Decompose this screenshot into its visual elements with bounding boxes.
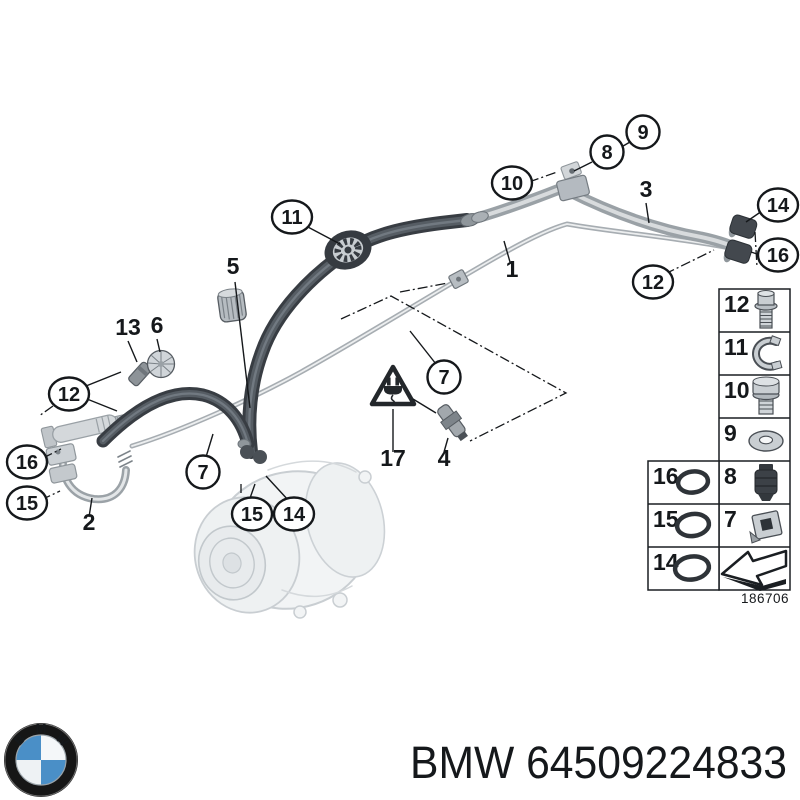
pipe-3 (562, 185, 740, 253)
logo-quadrant-blue-br (41, 760, 66, 785)
legend-num-7: 7 (724, 506, 737, 532)
label-17: 17 (380, 445, 406, 471)
electrical-hazard-warning-icon (369, 364, 417, 407)
callout-14-bottom: 14 (272, 496, 316, 532)
junction-bracket-8 (556, 161, 590, 202)
direction-arrow-icon (720, 549, 788, 591)
callout-label: 8 (601, 142, 612, 164)
callout-12-left: 12 (47, 376, 91, 412)
callout-label: 16 (767, 245, 789, 267)
label-3: 3 (640, 176, 653, 202)
pressure-pipe-1 (129, 221, 733, 449)
callout-label: 15 (241, 504, 263, 526)
o-ring-14-icon (672, 554, 712, 582)
suction-hose-main (242, 213, 474, 459)
callout-7-right: 7 (426, 359, 462, 395)
label-13: 13 (115, 314, 141, 340)
rubber-damper-icon (754, 464, 778, 501)
callout-8: 8 (589, 134, 625, 170)
callout-label: 7 (438, 367, 449, 389)
crimp-fitting (460, 211, 489, 227)
callout-16-right: 16 (756, 237, 800, 273)
pressure-sensor-4 (437, 404, 468, 442)
label-4: 4 (438, 445, 451, 471)
part-number-text: BMW 64509224833 (410, 737, 787, 788)
left-clamp-brackets (45, 443, 78, 484)
o-ring-16-icon (675, 469, 711, 495)
callout-7-left: 7 (185, 454, 221, 490)
label-1: 1 (506, 256, 519, 282)
callout-12-right: 12 (631, 264, 675, 300)
drawing-number: 186706 (741, 591, 789, 606)
logo-quadrant-blue-tl (16, 735, 41, 760)
label-5: 5 (227, 253, 240, 279)
callout-label: 7 (197, 462, 208, 484)
cage-nut-icon (749, 510, 783, 544)
callout-label: 9 (637, 122, 648, 144)
callout-label: 16 (16, 452, 38, 474)
callout-15-left: 15 (5, 485, 49, 521)
leader-lines (38, 141, 763, 518)
callout-11: 11 (270, 199, 314, 235)
legend-num-8: 8 (724, 463, 737, 489)
legend-num-12: 12 (724, 291, 750, 317)
logo-quadrant-white-bl (16, 760, 41, 785)
label-6: 6 (151, 312, 164, 338)
bmw-logo: B M W (4, 721, 78, 797)
right-end-fittings (723, 214, 758, 264)
retaining-clip-icon (752, 335, 783, 371)
plain-labels: 3 1 5 13 6 2 17 4 (83, 176, 653, 535)
callout-label: 12 (642, 272, 664, 294)
grommet-11 (324, 230, 372, 270)
legend-num-15: 15 (653, 506, 679, 532)
logo-letter-m: M (36, 721, 47, 736)
sealing-cap-5 (217, 288, 247, 323)
o-ring-15-icon (674, 511, 712, 539)
callout-label: 14 (767, 195, 790, 217)
callout-16-left: 16 (5, 444, 49, 480)
callout-label: 15 (16, 493, 38, 515)
circled-callouts: 9 8 10 11 14 16 12 12 16 15 7 7 15 14 (5, 114, 800, 532)
callout-9: 9 (625, 114, 661, 150)
washer-icon (748, 430, 784, 452)
callout-14-right: 14 (756, 187, 800, 223)
callout-10: 10 (490, 165, 534, 201)
label-2: 2 (83, 509, 96, 535)
legend-num-9: 9 (724, 420, 737, 446)
compressor-port-fittings (237, 439, 267, 464)
cone-cap-6 (146, 349, 176, 379)
flange-bolt-long-icon (754, 290, 778, 329)
legend-num-10: 10 (724, 377, 750, 403)
callout-label: 14 (283, 504, 306, 526)
logo-quadrant-white-tr (41, 735, 66, 760)
callout-label: 11 (281, 207, 302, 229)
callout-label: 10 (501, 173, 523, 195)
discharge-hose-left (96, 387, 255, 451)
legend-num-11: 11 (724, 334, 749, 360)
flange-bolt-short-icon (752, 376, 780, 415)
pipe-clamp-7 (448, 269, 469, 289)
legend-table: 12 11 10 9 8 7 16 15 14 (647, 288, 791, 606)
callout-label: 12 (58, 384, 80, 406)
callout-15-bottom: 15 (230, 496, 274, 532)
legend-num-16: 16 (653, 463, 679, 489)
